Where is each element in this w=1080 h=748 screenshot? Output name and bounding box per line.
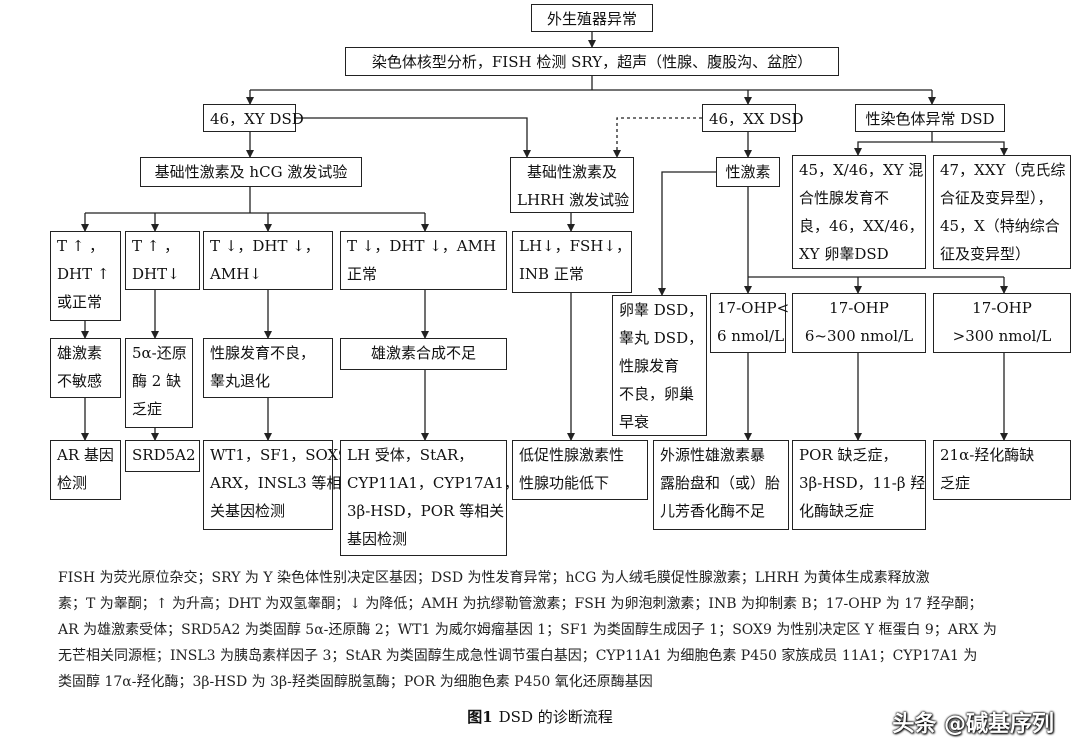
node-srd5a2: SRD5A2	[125, 440, 200, 472]
node-t-down-amh-down: T ↓，DHT ↓，AMH↓	[203, 231, 333, 290]
node-ovotestis-dsd: 卵睾 DSD，睾丸 DSD，性腺发育不良，卵巢早衰	[612, 295, 707, 436]
arrow-sexhormone-to-ovotestis	[658, 171, 716, 296]
node-hypogonadotropic-hypogonadism: 低促性腺激素性性腺功能低下	[512, 440, 648, 500]
node-androgen-synthesis-deficiency: 雄激素合成不足	[340, 338, 507, 370]
node-root: 外生殖器异常	[531, 4, 653, 32]
node-androgen-insensitivity: 雄激素不敏感	[50, 338, 121, 398]
node-exogenous-androgen: 外源性雄激素暴露胎盘和（或）胎儿芳香化酶不足	[653, 440, 789, 530]
node-t-up-dht-up: T ↑ ，DHT ↑或正常	[50, 231, 121, 321]
node-klinefelter-turner: 47，XXY（克氏综合征及变异型），45，X（特纳综合征及变异型）	[933, 155, 1071, 269]
node-sex-chromosome-dsd: 性染色体异常 DSD	[855, 104, 1005, 132]
node-t-up-dht-down: T ↑ ，DHT↓	[125, 231, 200, 290]
node-ar-gene-test: AR 基因检测	[50, 440, 121, 500]
node-lh-receptor-gene-tests: LH 受体，StAR，CYP11A1，CYP17A1，3β-HSD，POR 等相…	[340, 440, 519, 556]
figure-caption-abbreviations: FISH 为荧光原位杂交；SRY 为 Y 染色体性别决定区基因；DSD 为性发育…	[58, 570, 997, 690]
node-sex-hormone: 性激素	[716, 157, 780, 187]
arrow-sexchrom-to-mosaic	[854, 132, 933, 156]
node-46xy-dsd: 46，XY DSD	[203, 104, 304, 132]
node-lh-fsh-down: LH↓，FSH↓，INB 正常	[512, 231, 632, 293]
node-21a-hydroxylase-deficiency: 21α-羟化酶缺乏症	[933, 440, 1071, 500]
arrow-sexchrom-to-klinefelter	[932, 141, 1008, 156]
node-wt1-gene-tests: WT1，SF1，SOX9，ARX，INSL3 等相关基因检测	[203, 440, 363, 530]
node-5a-reductase-deficiency: 5α-还原酶 2 缺乏症	[125, 338, 193, 428]
node-mosaic-dsd: 45，X/46，XY 混合性腺发育不良，46，XX/46，XY 卵睾DSD	[792, 155, 926, 269]
node-17ohp-low: 17-OHP<6 nmol/L	[710, 293, 789, 353]
node-17ohp-high: 17-OHP>300 nmol/L	[933, 293, 1071, 353]
watermark: 头条 @碱基序列	[892, 712, 1054, 737]
node-basal-hcg-test: 基础性激素及 hCG 激发试验	[140, 157, 362, 187]
node-gonadal-dysgenesis: 性腺发育不良，睾丸退化	[203, 338, 333, 398]
arrow-xy-to-lhrh	[296, 117, 531, 158]
dashed-xx-to-lhrh	[613, 117, 702, 158]
node-46xx-dsd: 46，XX DSD	[702, 104, 804, 132]
node-karyotype-analysis: 染色体核型分析，FISH 检测 SRY，超声（性腺、腹股沟、盆腔）	[345, 47, 839, 76]
node-por-deficiency: POR 缺乏症，3β-HSD，11-β 羟化酶缺乏症	[792, 440, 926, 530]
